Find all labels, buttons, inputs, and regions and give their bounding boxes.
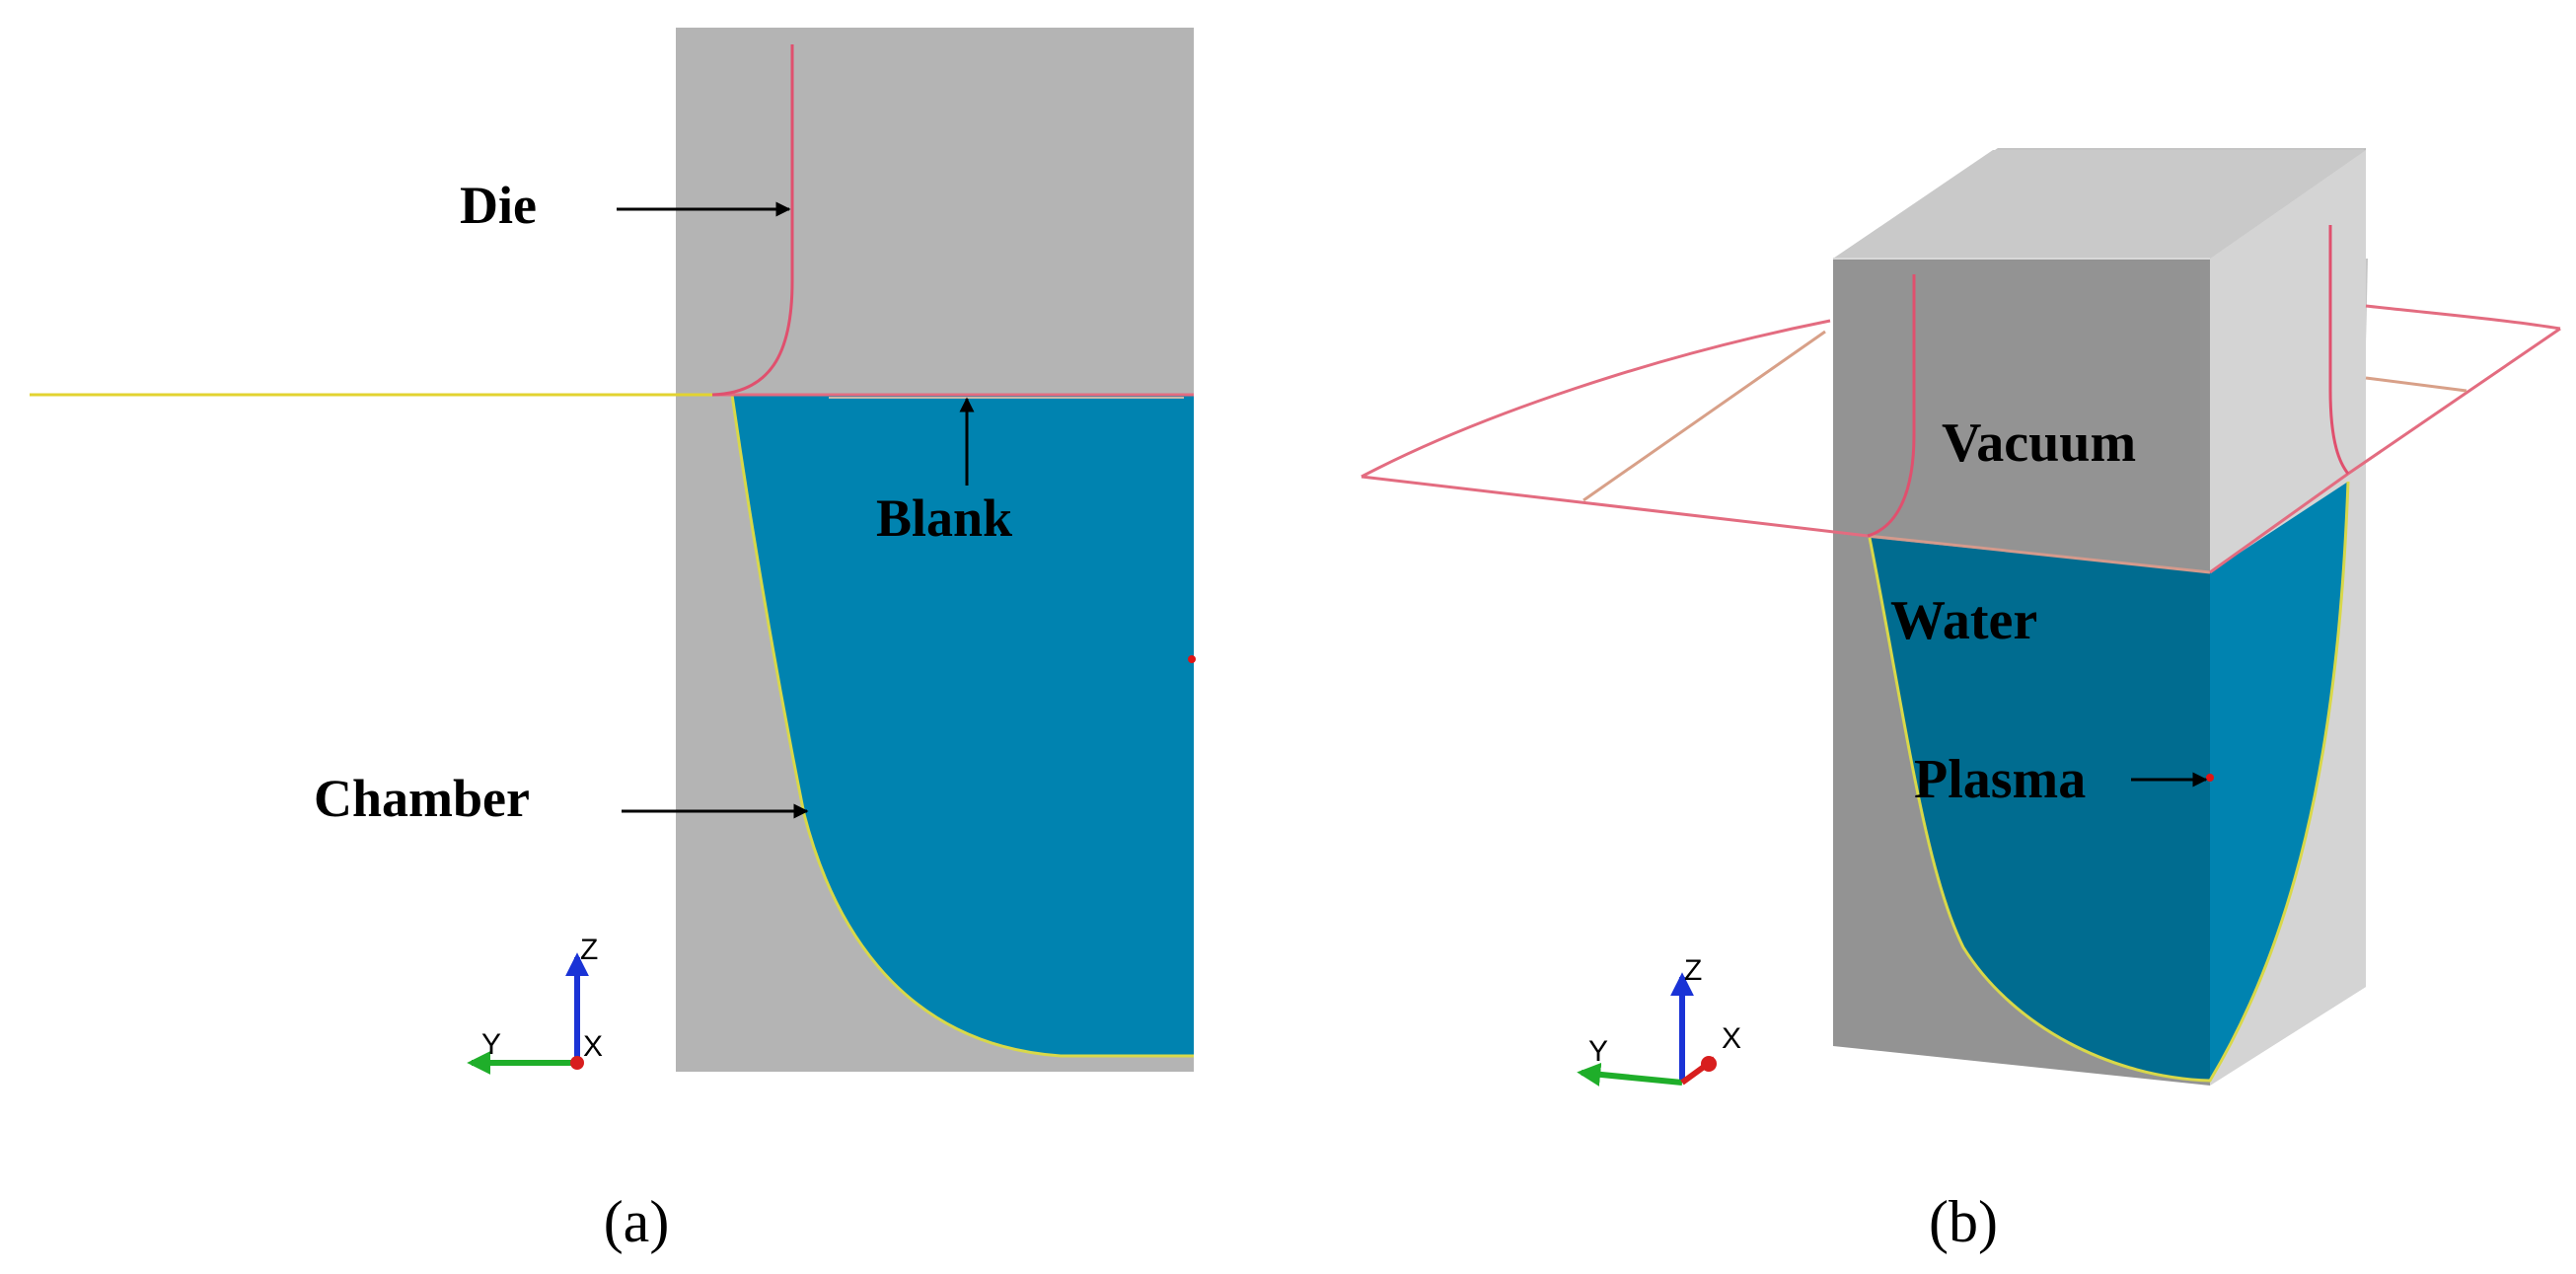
caption-a: (a): [604, 1189, 670, 1254]
panel-b: Vacuum Water Plasma Z Y X (b): [1361, 148, 2561, 1254]
die-profile: [711, 44, 794, 397]
die-label: Die: [460, 176, 537, 235]
blank-outline-right-edge: [2209, 472, 2349, 574]
chamber-water-region: [732, 395, 1194, 1056]
axis-label-y: Y: [481, 1028, 501, 1061]
y-axis-arrow-b: [1577, 1062, 1683, 1087]
x-axis-dot-b: [1701, 1056, 1717, 1072]
plasma-point-a: [1188, 655, 1196, 663]
plasma-label: Plasma: [1914, 749, 2086, 810]
blank-outline-right: [2347, 327, 2561, 476]
die-profile-3d-right: [2328, 225, 2350, 475]
axis-label-y-b: Y: [1588, 1035, 1608, 1068]
blank-outline-front-left: [1361, 475, 1869, 538]
vacuum-label: Vacuum: [1942, 412, 2136, 474]
die-profile-3d-left: [1867, 274, 1916, 538]
axis-triad-b: Z Y X: [1577, 954, 1741, 1087]
blank-outline-left: [1361, 319, 1831, 479]
water-front-region: [1870, 538, 2210, 1081]
blank-sheet-3d: [1361, 225, 2561, 574]
chamber-label: Chamber: [314, 769, 530, 828]
water-side-region: [2210, 482, 2348, 1081]
x-axis-dot: [570, 1056, 584, 1070]
axis-label-z: Z: [580, 934, 598, 966]
blank-outline-back-right: [2365, 304, 2561, 331]
blank-crease-left: [1582, 330, 1826, 502]
axis-label-x-b: X: [1722, 1022, 1741, 1055]
axis-label-x: X: [583, 1030, 603, 1063]
box-top-face: [1833, 150, 2366, 259]
axis-label-z-b: Z: [1684, 954, 1702, 987]
water-label: Water: [1890, 590, 2037, 651]
water-outline: [1868, 481, 2350, 1083]
caption-b: (b): [1929, 1189, 1998, 1254]
blank-outline-front-right: [1867, 534, 2211, 574]
axis-triad-a: Z Y X: [467, 934, 603, 1075]
blank-label: Blank: [876, 488, 1012, 548]
blank-crease-right: [2365, 376, 2467, 393]
panel-a: Die Blank Chamber Z Y X (a): [30, 28, 1196, 1254]
plasma-point-b: [2206, 774, 2214, 782]
